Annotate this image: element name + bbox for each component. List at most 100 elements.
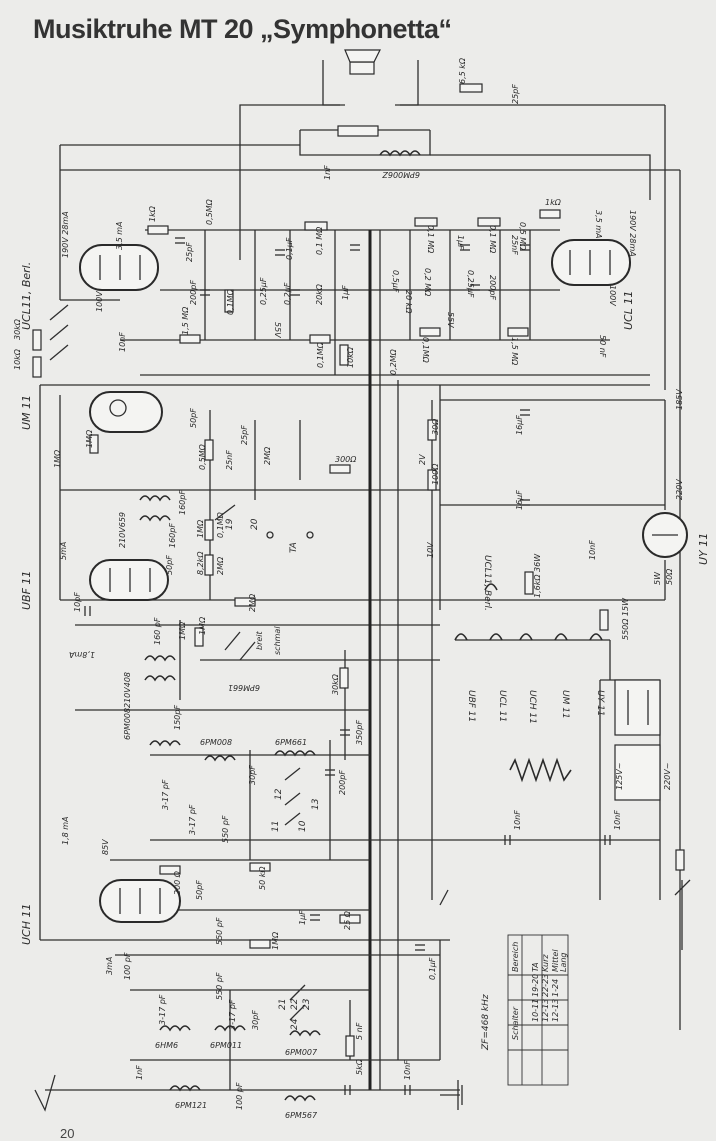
heater-label: UY 11 bbox=[595, 690, 605, 716]
value-label: 16μF bbox=[515, 415, 524, 435]
value-label: 3,5 mA bbox=[115, 221, 124, 250]
capacitors bbox=[84, 237, 611, 1095]
value-label: 5W bbox=[653, 571, 662, 585]
value-label: 3mA bbox=[105, 957, 114, 975]
value-label: 6PM567 bbox=[285, 1111, 318, 1120]
value-label: 190V 28mA bbox=[61, 211, 70, 258]
value-label: 200pF bbox=[338, 770, 347, 795]
heater-label: UCL11, Berl. bbox=[482, 555, 492, 611]
tube-uch11 bbox=[99, 879, 181, 923]
value-label: 300Ω bbox=[335, 455, 357, 464]
value-label: 30pF bbox=[251, 1010, 260, 1030]
value-label: 100V bbox=[608, 285, 617, 306]
value-label: 0,1MΩ bbox=[216, 511, 225, 538]
value-label: 0,2MΩ bbox=[389, 348, 398, 375]
ground-icon bbox=[440, 1080, 463, 1110]
tube-ubf11 bbox=[89, 559, 169, 601]
value-label: 1,8 mA bbox=[61, 816, 70, 845]
value-label: 3-17 pF bbox=[228, 999, 237, 1030]
heater-label: UBF 11 bbox=[466, 690, 476, 722]
value-label: 10nF bbox=[613, 810, 622, 830]
resistors bbox=[32, 83, 685, 1057]
heater-chain-labels: UBF 11 UCL 11 UCH 11 UM 11 UY 11 UCL11, … bbox=[466, 555, 605, 724]
loudspeaker-icon bbox=[344, 49, 381, 75]
value-label: 160 pF bbox=[153, 617, 162, 645]
value-label: 100V bbox=[95, 291, 104, 312]
value-label: 3-17 pF bbox=[161, 779, 170, 810]
value-label: 550 pF bbox=[221, 815, 230, 843]
value-label: 1μF bbox=[298, 910, 307, 925]
value-label: 10kΩ bbox=[346, 346, 355, 368]
page-title: Musiktruhe MT 20 „Symphonetta“ bbox=[33, 14, 452, 44]
tube-ucl11-right bbox=[551, 239, 631, 286]
page-number: 20 bbox=[60, 1126, 75, 1141]
value-label: 6PM006Z bbox=[382, 170, 420, 179]
value-label: 550 pF bbox=[215, 917, 224, 945]
tube-uy11 bbox=[642, 512, 688, 558]
value-label: schmal bbox=[273, 626, 282, 655]
value-label: 220V~ bbox=[663, 763, 672, 790]
value-label: 1,5 MΩ bbox=[510, 337, 519, 366]
value-label: 200pF bbox=[488, 275, 497, 300]
value-label: 0,1MΩ bbox=[316, 341, 325, 368]
value-label: 6PM661 bbox=[228, 683, 260, 692]
value-label: 1nF bbox=[135, 1065, 144, 1080]
value-label: 1MΩ bbox=[53, 449, 62, 468]
value-label: 200pF bbox=[189, 280, 198, 305]
value-label: 100Ω bbox=[431, 463, 440, 485]
switch-table-text: Bereich Schalter TA 19-20 Kurz 22-23 Mit… bbox=[511, 942, 568, 1040]
value-label: 1μF bbox=[456, 235, 465, 250]
value-label: 100 pF bbox=[123, 952, 132, 980]
table-cell: 22-23 bbox=[541, 974, 550, 997]
value-label: 12 bbox=[274, 788, 284, 800]
value-label: 1MΩ bbox=[196, 519, 205, 538]
value-label: 0,1μF bbox=[285, 237, 294, 260]
value-label: 6,5 kΩ bbox=[458, 57, 467, 84]
value-label: 210V659 bbox=[118, 512, 127, 548]
value-label: 50 kΩ bbox=[258, 866, 267, 890]
value-label: 13 bbox=[311, 798, 321, 810]
value-label: 25nF bbox=[510, 235, 519, 255]
value-label: 30kΩ bbox=[13, 318, 22, 340]
heater-label: UM 11 bbox=[560, 690, 570, 719]
table-cell: 10-11 bbox=[531, 999, 540, 1022]
value-label: 3-17 pF bbox=[158, 994, 167, 1025]
table-cell: 12-13 bbox=[551, 999, 560, 1022]
value-label: 2MΩ bbox=[216, 556, 225, 575]
tube-label-ucl11-left: UCL11, Berl. bbox=[20, 262, 33, 330]
value-label: 50Ω bbox=[665, 568, 674, 585]
value-label: 50pF bbox=[195, 880, 204, 900]
component-values: 190V 28mA 3,5 mA 100V 1kΩ 0,5MΩ 25pF 200… bbox=[13, 57, 684, 1120]
value-label: 125V~ bbox=[615, 763, 624, 790]
value-label: 10pF bbox=[73, 592, 82, 612]
value-label: 0,5MΩ bbox=[205, 198, 214, 225]
value-label: 2MΩ bbox=[248, 593, 257, 612]
value-label: 25 Ω bbox=[343, 910, 352, 930]
value-label: 1kΩ bbox=[545, 198, 562, 207]
value-label: 10nF bbox=[588, 540, 597, 560]
table-cell: Mittel bbox=[551, 949, 560, 972]
value-label: 50 nF bbox=[598, 335, 607, 358]
value-label: 220V bbox=[675, 479, 684, 500]
value-label: 30Ω bbox=[431, 418, 440, 435]
tube-label-um11: UM 11 bbox=[20, 395, 33, 430]
table-cell: 12-13 bbox=[541, 999, 550, 1022]
value-label: 0,1MΩ bbox=[421, 337, 430, 364]
value-label: 190V 28mA bbox=[628, 210, 637, 257]
value-label: 550Ω 15W bbox=[621, 597, 630, 640]
table-cell: Lang bbox=[559, 952, 568, 972]
if-frequency-label: ZF=468 kHz bbox=[481, 994, 491, 1051]
value-label: 10nF bbox=[118, 332, 127, 352]
value-label: breit bbox=[255, 630, 264, 650]
value-label: 50pF bbox=[165, 555, 174, 575]
value-label: 100 pF bbox=[235, 1082, 244, 1110]
value-label: 55V bbox=[273, 322, 282, 338]
value-label: 210V408 bbox=[123, 672, 132, 708]
value-label: 1,8mA bbox=[69, 650, 95, 659]
heater-label: UCL 11 bbox=[497, 690, 507, 722]
value-label: 6PM008 bbox=[200, 738, 232, 747]
value-label: 8,2kΩ bbox=[196, 551, 205, 575]
value-label: 1MΩ bbox=[198, 616, 207, 635]
value-label: 1,6kΩ 36W bbox=[533, 553, 542, 598]
